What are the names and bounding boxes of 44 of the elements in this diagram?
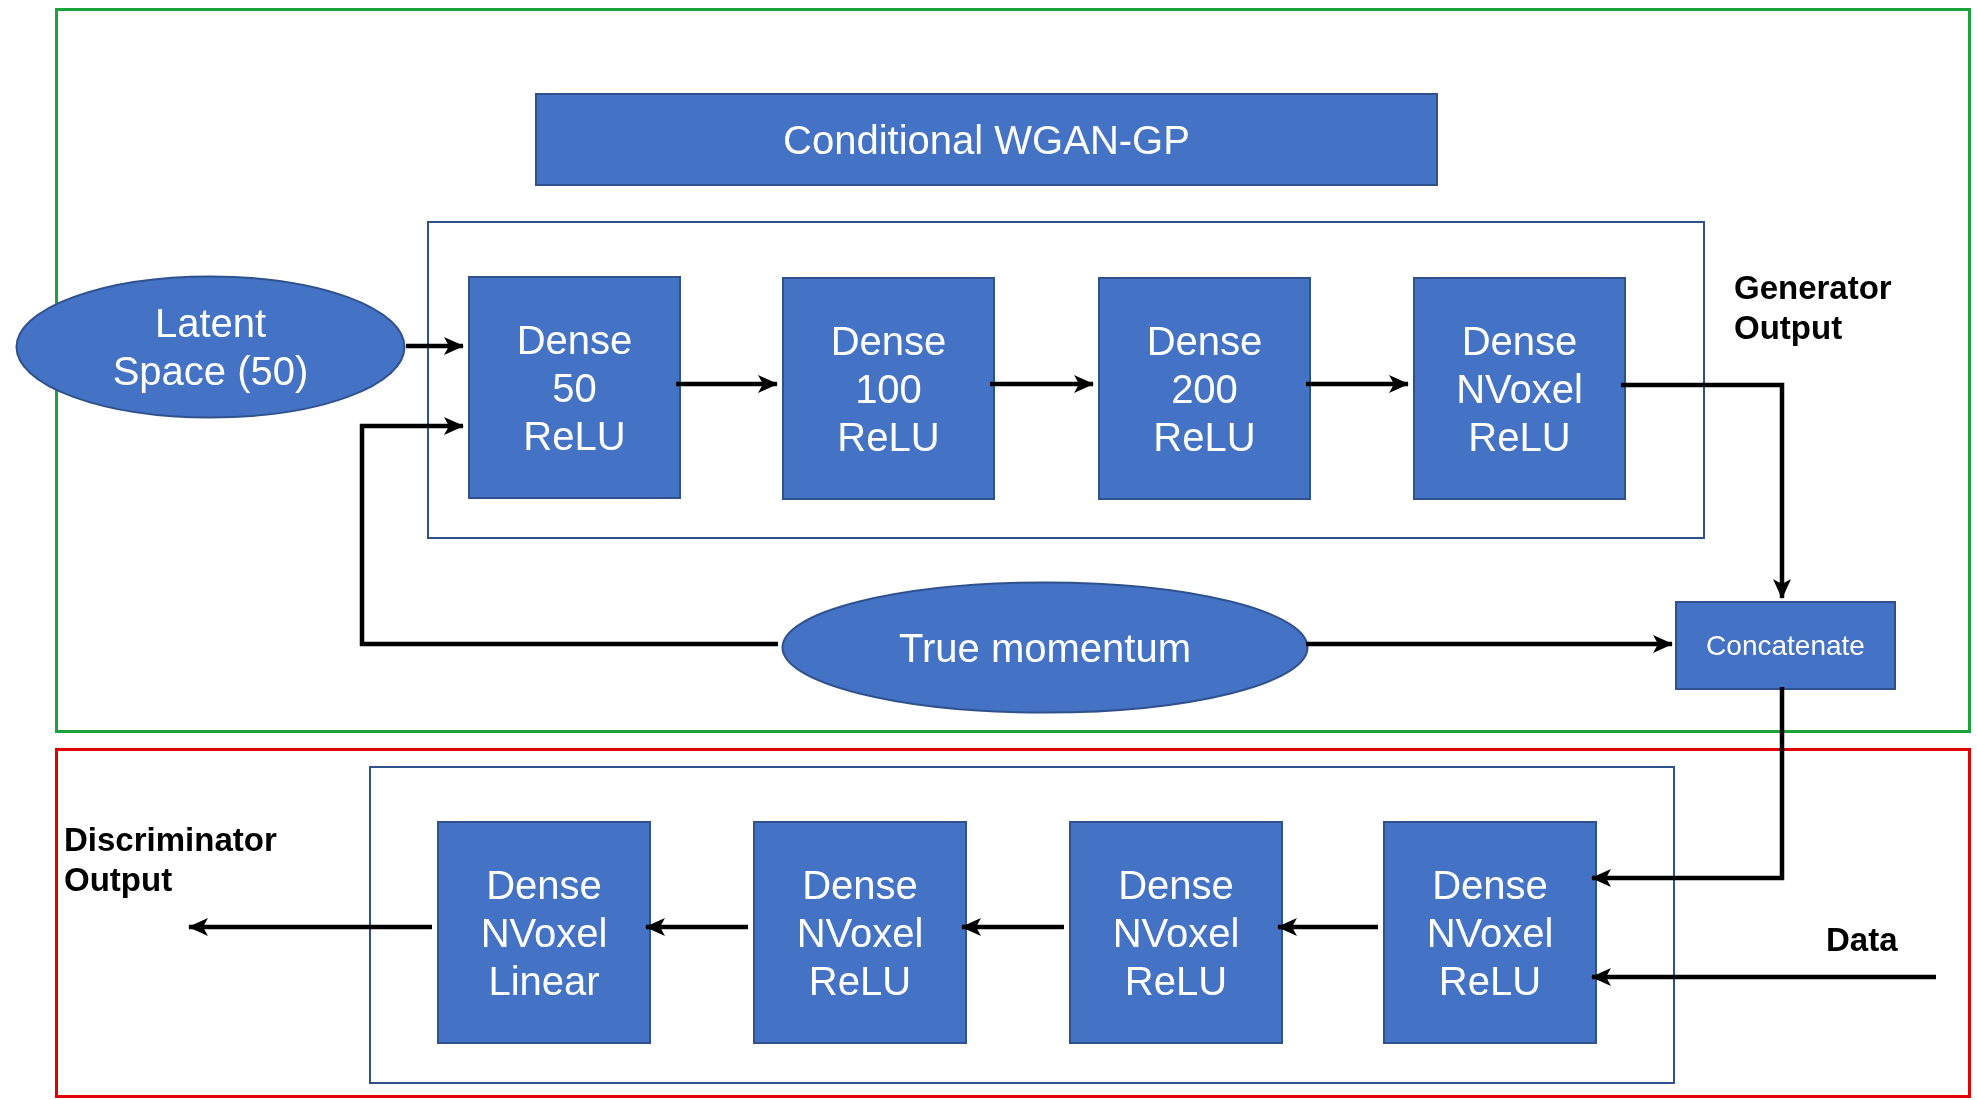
layer-box [1069,821,1283,1044]
node-label: Conditional WGAN-GP [783,116,1190,164]
arrow [961,918,1064,936]
layer-box [1413,277,1626,500]
layer-box [1383,821,1597,1044]
panel-frame [427,221,1705,539]
arrow [1306,375,1409,393]
node-label: Dense NVoxel ReLU [1426,861,1554,1005]
input-ellipse [15,275,406,419]
layer-box [437,821,651,1044]
title-banner [535,93,1438,186]
node-label: Latent Space (50) [111,300,310,395]
node-label: Dense 50 ReLU [516,316,633,460]
arrow [676,375,778,393]
arrow [1591,968,1936,986]
arrow [359,417,778,647]
edge-label: Discriminator Output [64,820,278,900]
node-label: True momentum [899,624,1191,672]
node-label: Dense NVoxel ReLU [1112,861,1240,1005]
layer-box [782,277,995,500]
arrow [645,918,748,936]
layer-box [753,821,967,1044]
edge-label: Data [1826,920,1899,960]
node-label: Dense 100 ReLU [830,317,947,461]
arrow [1621,382,1791,599]
node-label: Dense NVoxel ReLU [1456,317,1583,461]
arrow [1306,635,1673,653]
layer-box [1675,601,1896,690]
node-label: Dense NVoxel ReLU [796,861,924,1005]
layer-box [1098,277,1311,500]
panel-frame [369,766,1675,1084]
input-ellipse [781,581,1309,714]
arrow [1277,918,1378,936]
node-label: Dense 200 ReLU [1146,317,1263,461]
edge-label: Generator Output [1734,268,1893,348]
layer-box [468,276,681,499]
panel-frame [55,748,1971,1098]
panel-frame [55,8,1971,733]
arrow [990,375,1094,393]
arrow [1591,687,1785,887]
arrow [188,918,432,936]
arrow [406,337,464,355]
node-label: Dense NVoxel Linear [480,861,608,1005]
node-label: Concatenate [1706,628,1865,663]
